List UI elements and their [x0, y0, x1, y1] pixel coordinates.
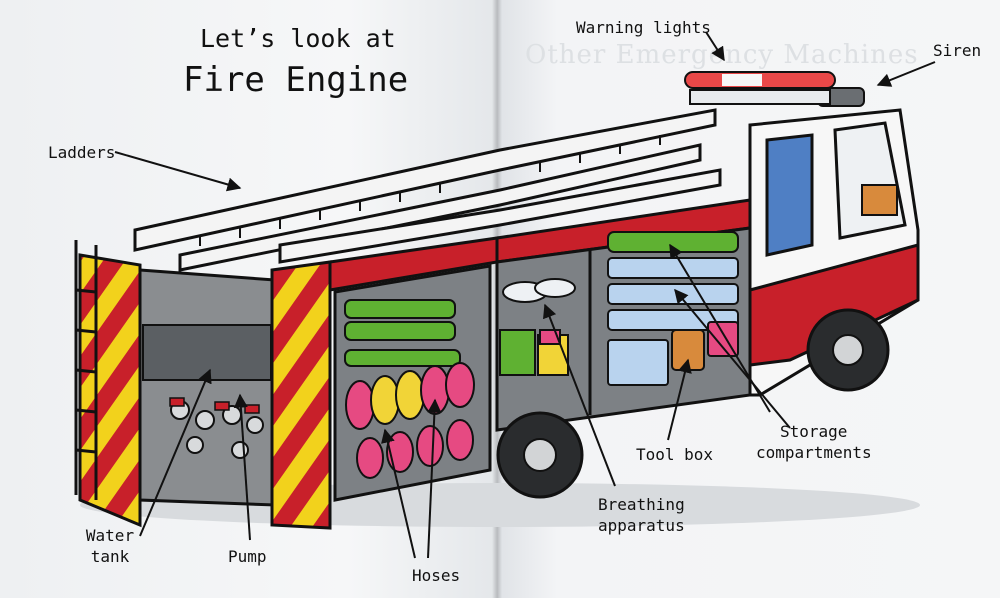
storage-shelves [607, 231, 739, 386]
label-water-tank-line1: Water [85, 526, 135, 545]
wheels [496, 308, 890, 499]
rear-body [74, 236, 499, 530]
label-storage-compartments: Storage compartments [756, 421, 872, 463]
label-ladders: Ladders [48, 143, 116, 162]
rear-chevron-panel-left [78, 253, 142, 528]
label-water-tank-line2: tank [90, 547, 130, 566]
ladder-1 [133, 108, 717, 252]
side-body-right [495, 198, 752, 432]
label-hoses: Hoses [412, 566, 461, 585]
pump-handles [169, 397, 260, 414]
rear-access-ladder [74, 240, 98, 500]
label-storage-line1: Storage [780, 422, 848, 441]
label-water-tank: Water tank [85, 525, 135, 567]
driver-seat [861, 184, 898, 216]
rear-chevron-panel-right [270, 260, 332, 530]
page-title-line1: Let’s look at [200, 24, 396, 53]
pump-bay [138, 268, 277, 507]
roof-ladders [133, 108, 722, 272]
hose-rolls-lower [356, 419, 474, 479]
cab-window-rear [765, 133, 814, 257]
kit-green-left [344, 299, 461, 367]
label-storage-line2: compartments [756, 443, 872, 462]
label-tool-box: Tool box [636, 445, 714, 464]
label-pump: Pump [228, 547, 267, 566]
roof [689, 89, 831, 105]
label-breathing-apparatus: Breathing apparatus [598, 494, 685, 536]
rear-wheel-hub [523, 438, 557, 472]
ladder-rungs [199, 135, 661, 246]
page-title-line2: Fire Engine [183, 60, 409, 100]
cab [684, 71, 920, 397]
warning-lights-centre [722, 74, 762, 86]
leader-lines [114, 31, 936, 559]
label-breathing-line1: Breathing [598, 495, 685, 514]
label-siren: Siren [933, 41, 982, 60]
breathing-apparatus [499, 278, 576, 376]
front-wheel-hub [832, 334, 864, 366]
ladder-3 [278, 168, 722, 264]
water-tank [142, 324, 272, 381]
label-breathing-line2: apparatus [598, 516, 685, 535]
label-warning-lights: Warning lights [576, 18, 711, 37]
